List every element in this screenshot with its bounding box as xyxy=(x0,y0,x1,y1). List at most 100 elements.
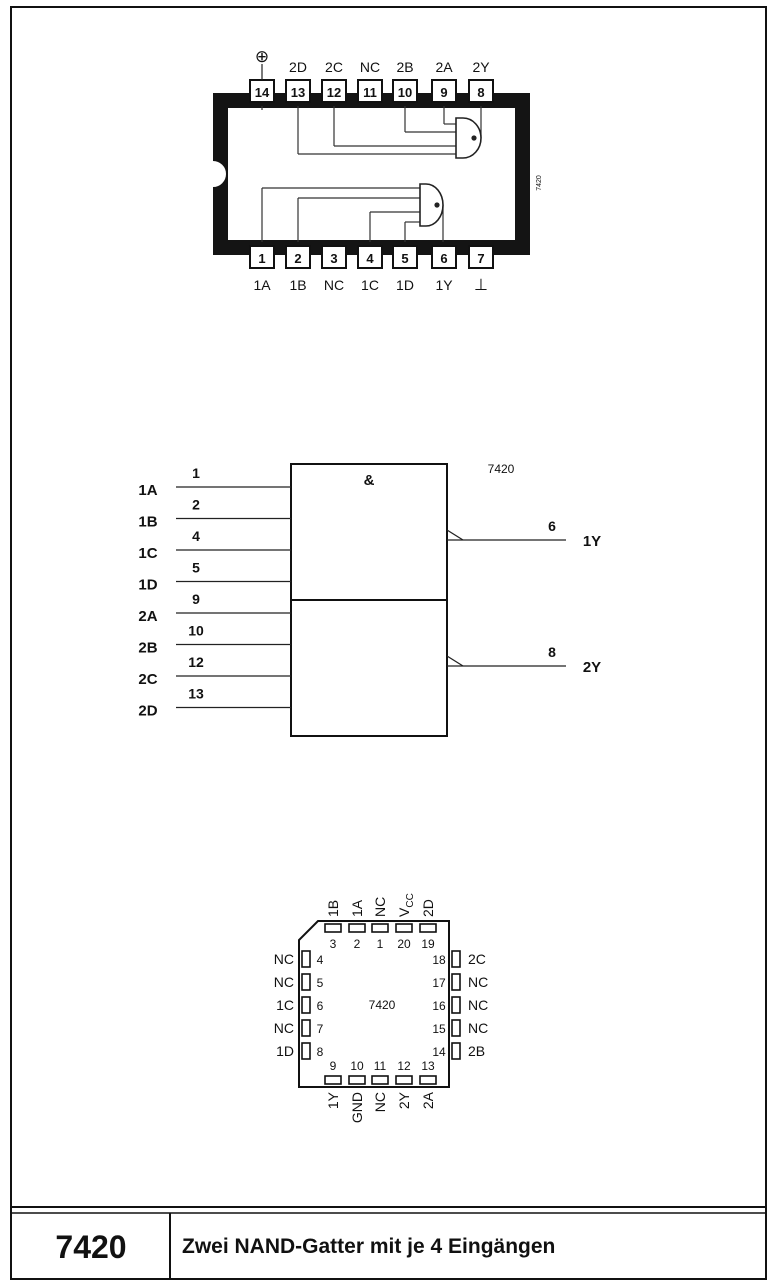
plcc-pin-name: 1Y xyxy=(325,1091,341,1109)
logic-input-name: 1B xyxy=(138,514,157,531)
logic-input-name: 2C xyxy=(138,671,157,688)
dip-pin-number: 14 xyxy=(255,85,270,100)
plcc-pin-number: 13 xyxy=(421,1059,435,1073)
plcc-pin-name: 1A xyxy=(349,899,365,917)
plcc-pin-number: 7 xyxy=(317,1022,324,1036)
logic-output-pin: 6 xyxy=(548,518,556,534)
plcc-pad xyxy=(395,923,413,933)
plcc-pin-number: 20 xyxy=(397,937,411,951)
logic-input-name: 1D xyxy=(138,577,157,594)
dip-pin-box xyxy=(392,79,418,103)
dip-pin-name: 2C xyxy=(325,59,343,75)
dip-pin-name: 2Y xyxy=(472,59,490,75)
dip-gate-1-nand-symbol xyxy=(419,183,444,227)
plcc-pad xyxy=(301,950,311,968)
logic-output-name: 2Y xyxy=(583,659,601,676)
plcc-pin-number: 16 xyxy=(432,999,446,1013)
plcc-pin-number: 11 xyxy=(374,1059,387,1073)
plcc-pin-name: 2D xyxy=(420,899,436,917)
plcc-pad xyxy=(451,950,461,968)
plcc-pad xyxy=(451,1019,461,1037)
plcc-pin-name: NC xyxy=(274,974,294,990)
dip-pin-name: 2B xyxy=(396,59,413,75)
plcc-pad xyxy=(324,1075,342,1085)
dip-pin-number: 4 xyxy=(366,251,374,266)
logic-input-name: 1C xyxy=(138,545,157,562)
plcc-pin-name: 2C xyxy=(468,951,486,967)
plcc-pad xyxy=(348,923,366,933)
plcc-pin-name: 1D xyxy=(276,1043,294,1059)
dip-pin-box xyxy=(357,245,383,269)
logic-chip-label: 7420 xyxy=(488,462,515,476)
plcc-pin-name: GND xyxy=(349,1092,365,1123)
footer-title: Zwei NAND-Gatter mit je 4 Eingängen xyxy=(182,1235,556,1258)
logic-input-pin: 5 xyxy=(192,560,200,576)
plcc-pad xyxy=(451,973,461,991)
plcc-pin-number: 19 xyxy=(421,937,435,951)
dip-pin-name: 1C xyxy=(361,277,379,293)
logic-output-pin: 8 xyxy=(548,644,556,660)
plcc-pin-name: NC xyxy=(468,974,488,990)
plcc-pad xyxy=(301,996,311,1014)
dip-pin-name: 1B xyxy=(289,277,306,293)
plcc-pin-number: 1 xyxy=(377,937,384,951)
plcc-pad xyxy=(324,923,342,933)
logic-output-name: 1Y xyxy=(583,533,601,550)
dip-pin-number: 6 xyxy=(440,251,447,266)
logic-output-negation xyxy=(446,529,464,541)
dip-pin-name: 1Y xyxy=(435,277,453,293)
plcc-pin-number: 12 xyxy=(397,1059,411,1073)
dip-pin-box xyxy=(431,245,457,269)
logic-gate-2-box xyxy=(290,599,448,737)
logic-input-pin: 10 xyxy=(188,623,204,639)
plcc-pin-number: 10 xyxy=(350,1059,364,1073)
dip-gate-1-bubble xyxy=(434,202,440,208)
plcc-pin-number: 6 xyxy=(317,999,324,1013)
plcc-pin-name: NC xyxy=(468,1020,488,1036)
dip-pin-number: 5 xyxy=(401,251,408,266)
dip-pin-name: 1A xyxy=(253,277,271,293)
plcc-pin-name: 2B xyxy=(468,1043,485,1059)
dip-pin-box xyxy=(285,245,311,269)
dip-pin-name: 1D xyxy=(396,277,414,293)
logic-input-name: 2A xyxy=(138,608,157,625)
dip-pin-box xyxy=(357,79,383,103)
dip-pin-name: 2D xyxy=(289,59,307,75)
plcc-pad xyxy=(451,996,461,1014)
logic-input-name: 1A xyxy=(138,482,157,499)
logic-input-pin: 4 xyxy=(192,528,200,544)
plcc-chip-label: 7420 xyxy=(369,998,396,1012)
dip-chip-label: 7420 xyxy=(536,175,543,191)
logic-and-symbol: & xyxy=(364,472,375,489)
plcc-pad xyxy=(371,1075,389,1085)
dip-gate-2-nand-symbol xyxy=(455,117,482,159)
dip-pin-box xyxy=(468,245,494,269)
plcc-pin-name: VCC xyxy=(396,893,416,917)
dip-pin-number: 7 xyxy=(477,251,484,266)
plcc-pin-name: NC xyxy=(274,1020,294,1036)
dip-pin-box xyxy=(392,245,418,269)
plcc-pin-number: 8 xyxy=(317,1045,324,1059)
plcc-pad xyxy=(301,1042,311,1060)
logic-input-pin: 9 xyxy=(192,591,200,607)
logic-input-pin: 13 xyxy=(188,686,204,702)
dip-pin-box xyxy=(321,79,347,103)
plcc-pad xyxy=(348,1075,366,1085)
plcc-pad xyxy=(301,1019,311,1037)
plcc-vcc-text: V xyxy=(396,907,412,917)
dip-pin-box xyxy=(431,79,457,103)
plcc-pin-name: 1C xyxy=(276,997,294,1013)
plcc-pin-number: 15 xyxy=(432,1022,446,1036)
plcc-pin-number: 18 xyxy=(432,953,446,967)
plcc-pin-number: 2 xyxy=(354,937,361,951)
plcc-vcc-subscript: CC xyxy=(405,893,416,907)
dip-pin-box xyxy=(321,245,347,269)
plcc-pin-number: 17 xyxy=(432,976,446,990)
plcc-pad xyxy=(301,973,311,991)
plcc-pad xyxy=(371,923,389,933)
dip-pin-number: 10 xyxy=(398,85,412,100)
logic-input-name: 2D xyxy=(138,703,157,720)
